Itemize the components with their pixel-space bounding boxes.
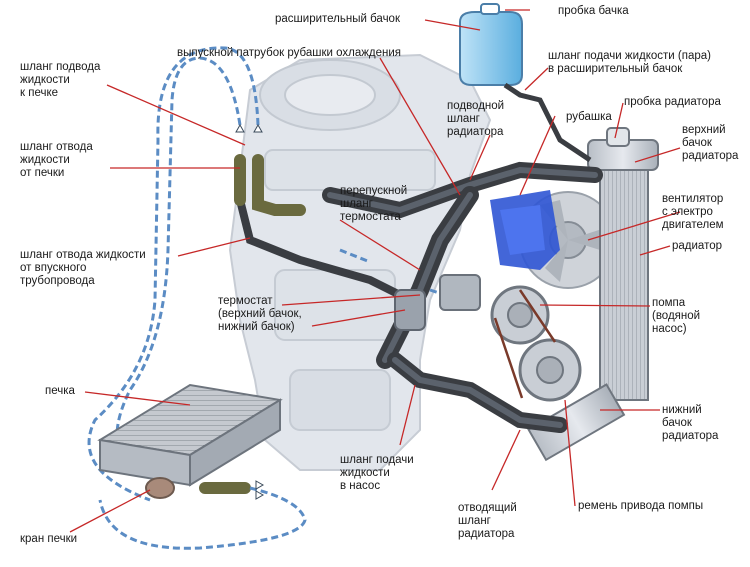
label-heater-return-hose: шланг отвода жидкости от печки (20, 141, 93, 179)
crank-pulley (493, 289, 582, 402)
label-expansion-tank-cap: пробка бачка (558, 5, 629, 17)
label-pump-belt: ремень привода помпы (578, 500, 704, 512)
heater (97, 383, 283, 499)
label-radiator: радиатор (672, 240, 722, 252)
radiator-cap-icon (606, 127, 630, 147)
label-jacket-outlet: выпускной патрубок рубашки охлаждения (177, 47, 402, 59)
label-heater: печка (45, 385, 75, 397)
label-expansion-tank: расширительный бачок (275, 13, 400, 25)
label-thermostat: термостат (верхний бачок, нижний бачок) (218, 295, 302, 333)
engine-block (228, 53, 492, 471)
label-radiator-inlet-hose: подводной шланг радиатора (447, 100, 505, 138)
label-steam-hose: шланг подачи жидкости (пара) в расширите… (548, 50, 711, 75)
label-jacket: рубашка (566, 111, 612, 123)
thermostat (394, 274, 481, 331)
label-upper-tank: верхний бачок радиатора (682, 124, 739, 162)
radiator (527, 127, 659, 462)
label-outlet-hose: отводящий шланг радиатора (458, 502, 517, 540)
heater-tap-icon (145, 477, 175, 499)
label-heater-supply-hose: шланг подвода жидкости к печке (20, 61, 101, 99)
label-bypass-hose: перепускной шланг термостата (340, 185, 408, 223)
leader-lines (69, 9, 681, 533)
label-heater-tap: кран печки (20, 533, 78, 545)
label-radiator-cap: пробка радиатора (624, 96, 721, 108)
label-pump: помпа (водяной насос) (652, 297, 701, 335)
label-intake-return-hose: шланг отвода жидкости от впускного трубо… (20, 249, 146, 287)
label-lower-tank: нижний бачок радиатора (662, 404, 719, 442)
tank-cap-icon (480, 3, 500, 15)
expansion-tank (459, 3, 592, 163)
pump-belt (493, 289, 557, 399)
flow-arrows (235, 123, 265, 500)
label-pump-supply-hose: шланг подачи жидкости в насос (340, 454, 414, 492)
pump-pulley (490, 285, 550, 345)
label-fan: вентилятор с электро двигателем (662, 193, 724, 231)
coolant-jacket (490, 190, 560, 270)
